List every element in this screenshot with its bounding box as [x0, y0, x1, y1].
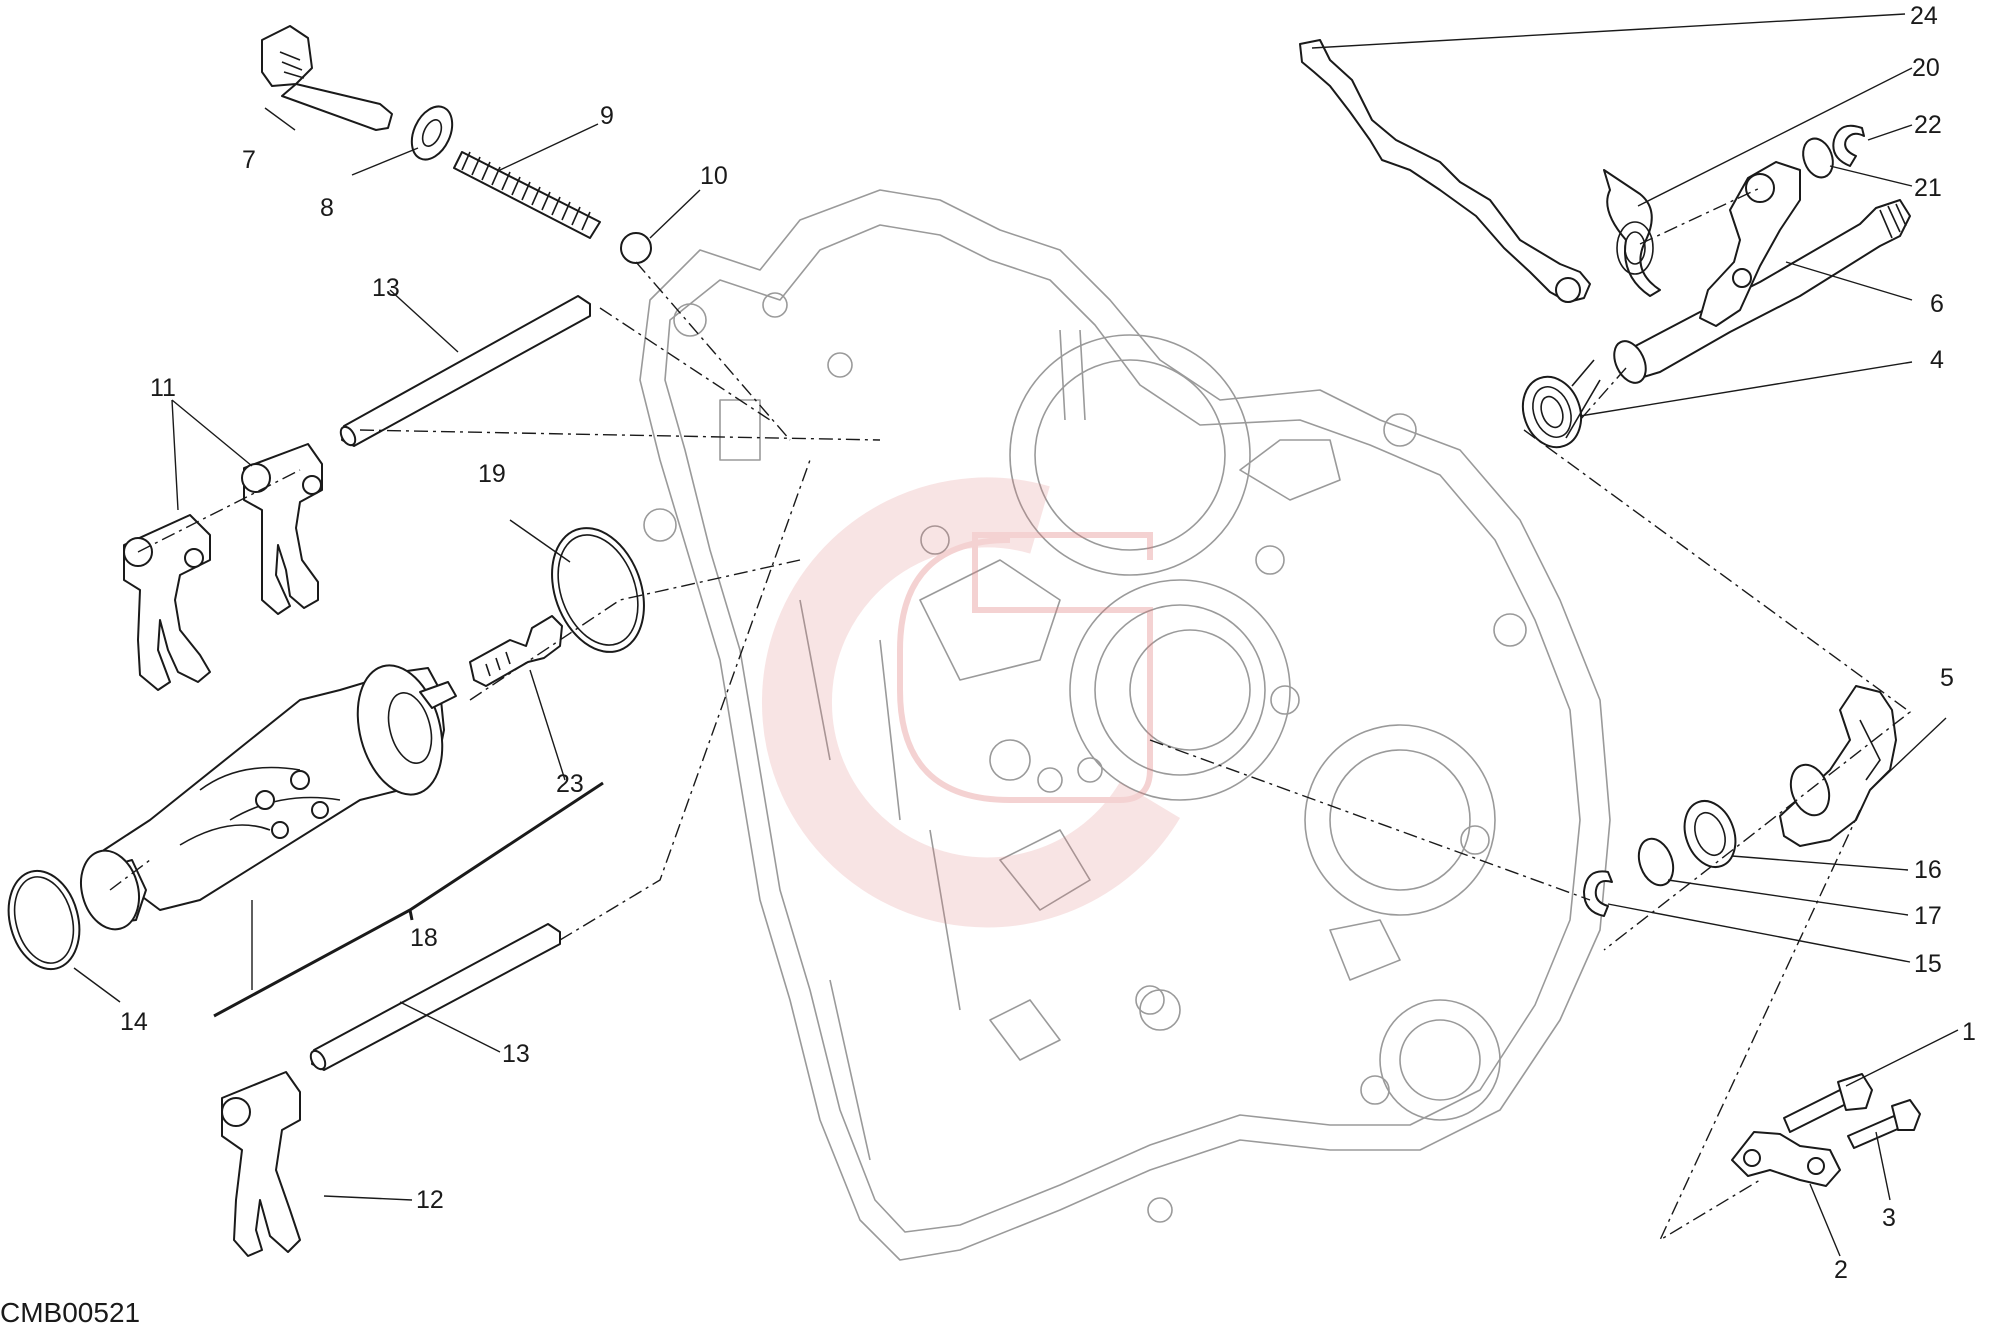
callout-2: 2 — [1834, 1256, 1848, 1284]
part-19-o-ring — [551, 527, 645, 653]
part-12-shift-fork — [221, 1071, 301, 1257]
callout-14: 14 — [120, 1008, 148, 1036]
callout-10: 10 — [700, 162, 728, 190]
part-6-shift-shaft — [1613, 161, 1911, 384]
callout-15: 15 — [1914, 950, 1942, 978]
callout-19: 19 — [478, 460, 506, 488]
part-10-ball — [620, 232, 652, 264]
part-13-fork-rod-lower — [309, 923, 561, 1071]
callout-6: 6 — [1930, 290, 1944, 318]
part-5-selector-plate — [1779, 685, 1897, 847]
part-23-detent-pin — [469, 615, 563, 687]
callout-17: 17 — [1914, 902, 1942, 930]
callout-11: 11 — [150, 374, 176, 402]
bracket-18 — [213, 781, 604, 1018]
part-18-shift-drum — [80, 664, 457, 931]
part-11-shift-fork-b — [241, 443, 323, 615]
callout-21: 21 — [1914, 174, 1942, 202]
part-3-screw — [1847, 1099, 1921, 1149]
part-21-washer — [1802, 137, 1834, 179]
callout-23: 23 — [556, 770, 584, 798]
callout-13-lower: 13 — [502, 1040, 530, 1068]
part-22-circlip — [1832, 124, 1865, 167]
part-17-washer — [1637, 837, 1675, 887]
part-1-screw — [1783, 1073, 1873, 1133]
assembly-lines — [109, 187, 1912, 1242]
part-13-fork-rod-upper — [339, 295, 591, 447]
callout-3: 3 — [1882, 1204, 1896, 1232]
callout-20: 20 — [1912, 54, 1940, 82]
crankcase-half — [639, 189, 1611, 1261]
callout-24: 24 — [1910, 2, 1938, 30]
callout-16: 16 — [1914, 856, 1942, 884]
part-2-bracket — [1731, 1131, 1841, 1187]
callout-13-upper: 13 — [372, 274, 400, 302]
callout-4: 4 — [1930, 346, 1944, 374]
part-20-spring — [1603, 169, 1661, 297]
callout-12: 12 — [416, 1186, 444, 1214]
callout-7: 7 — [242, 146, 256, 174]
part-9-spring — [453, 151, 601, 239]
part-24-shift-lever — [1299, 39, 1591, 303]
brand-logo-watermark — [761, 477, 1180, 928]
callout-5: 5 — [1940, 664, 1954, 692]
part-14-circlip — [7, 869, 81, 971]
part-11-shift-fork-a — [123, 514, 211, 691]
part-4-return-spring — [1521, 359, 1601, 449]
callout-9: 9 — [600, 102, 614, 130]
part-16-bushing — [1683, 800, 1737, 868]
diagram-code: CMB00521 — [0, 1297, 140, 1328]
leader-lines — [73, 13, 1959, 1257]
part-15-circlip — [1583, 870, 1613, 917]
callout-22: 22 — [1914, 111, 1942, 139]
callout-18: 18 — [410, 924, 438, 952]
callout-1: 1 — [1962, 1018, 1976, 1046]
part-7-detent-bolt — [261, 25, 393, 131]
part-8-washer — [410, 105, 454, 161]
callout-8: 8 — [320, 194, 334, 222]
